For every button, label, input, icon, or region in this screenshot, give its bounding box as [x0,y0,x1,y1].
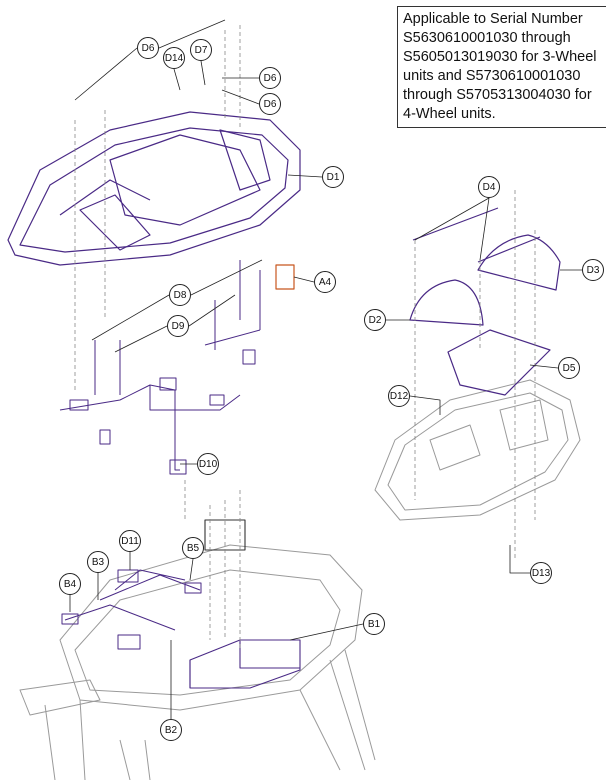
callout-d6: D6 [137,37,159,59]
callout-d6: D6 [259,67,281,89]
note-line: units and S5730610001030 [403,68,581,84]
shroud-d1 [7,111,301,266]
callout-a4: A4 [314,271,336,293]
circuit-breaker-a4 [275,264,295,290]
callout-b4: B4 [59,573,81,595]
callout-b5: B5 [182,537,204,559]
callout-d12: D12 [388,385,410,407]
note-line: Applicable to Serial Number [403,11,583,27]
callout-d6: D6 [259,93,281,115]
leader-lines [69,19,582,719]
callout-b3: B3 [87,551,109,573]
callout-d5: D5 [558,357,580,379]
callout-d10: D10 [197,453,219,475]
note-line: 4-Wheel units. [403,106,496,122]
serial-number-note: Applicable to Serial Number S56306100010… [397,6,606,128]
callout-d2: D2 [364,309,386,331]
rear-shroud [374,379,581,521]
callout-d9: D9 [167,315,189,337]
callout-d11: D11 [119,530,141,552]
note-line: through S5705313004030 for [403,87,592,103]
covers [409,207,561,396]
base-frame [19,544,376,780]
callout-d8: D8 [169,284,191,306]
wire-harness [59,260,261,475]
callout-d3: D3 [582,259,604,281]
battery-tray [189,519,301,689]
callout-d1: D1 [322,166,344,188]
callout-d13: D13 [530,562,552,584]
callout-d14: D14 [163,47,185,69]
note-line: S5630610001030 through [403,30,571,46]
note-line: S5605013019030 for 3-Wheel [403,49,597,65]
b-harness [61,569,202,650]
callout-d4: D4 [478,176,500,198]
assembly-guides [74,25,536,650]
callout-b2: B2 [160,719,182,741]
callout-b1: B1 [363,613,385,635]
callout-d7: D7 [190,39,212,61]
